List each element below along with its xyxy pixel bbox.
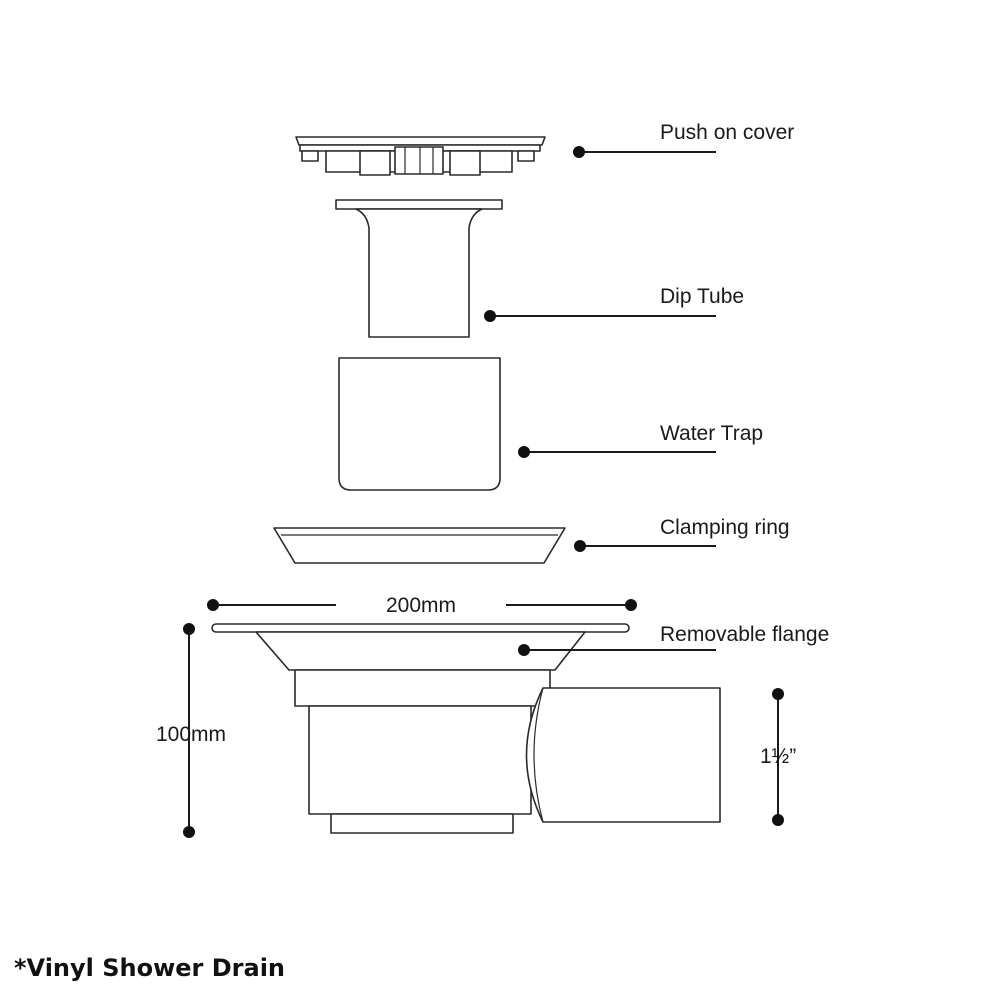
dimension-height xyxy=(183,623,195,838)
water-trap-part xyxy=(338,357,501,491)
label-height-dimension: 100mm xyxy=(156,723,226,746)
push-on-cover-part xyxy=(295,136,546,176)
caption: *Vinyl Shower Drain xyxy=(14,954,286,982)
label-clamping-ring: Clamping ring xyxy=(660,516,790,539)
label-water-trap: Water Trap xyxy=(660,422,763,445)
leader-dip-tube xyxy=(484,310,716,322)
label-dip-tube: Dip Tube xyxy=(660,285,744,308)
label-push-on-cover: Push on cover xyxy=(660,121,794,144)
dip-tube-part xyxy=(335,199,503,338)
leader-removable-flange xyxy=(518,644,716,656)
label-width-dimension: 200mm xyxy=(386,594,456,617)
leader-water-trap xyxy=(518,446,716,458)
leader-clamping-ring xyxy=(574,540,716,552)
dimension-width xyxy=(207,599,637,611)
label-outlet-dimension: 1½” xyxy=(760,745,796,768)
label-removable-flange: Removable flange xyxy=(660,623,829,646)
drain-body-part xyxy=(211,623,721,834)
leader-push-on-cover xyxy=(573,146,716,158)
clamping-ring-part xyxy=(273,527,566,564)
dimension-outlet xyxy=(772,688,784,826)
